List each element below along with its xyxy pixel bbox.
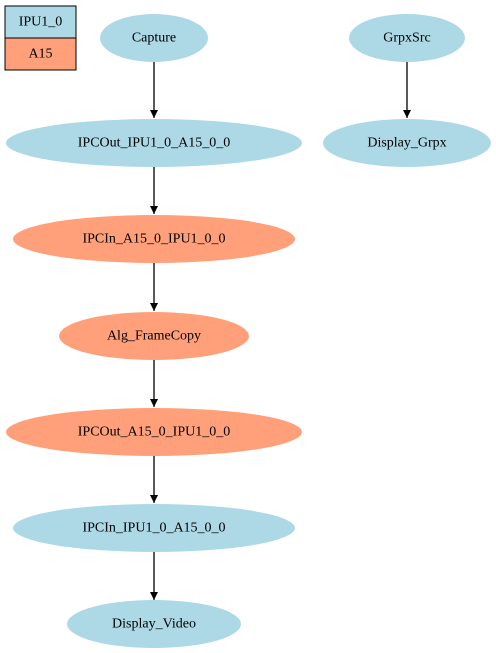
node-ipcout-a15: IPCOut_A15_0_IPU1_0_0	[6, 408, 302, 456]
node-label: IPCOut_A15_0_IPU1_0_0	[78, 425, 230, 440]
node-shape	[13, 215, 295, 263]
node-ipcout-ipu1: IPCOut_IPU1_0_A15_0_0	[6, 119, 302, 167]
node-shape	[6, 408, 302, 456]
legend-label-a15: A15	[28, 47, 52, 62]
legend-swatch-ipu1-0	[4, 5, 77, 39]
node-display-grpx: Display_Grpx	[323, 119, 491, 167]
nodes: Capture IPCOut_IPU1_0_A15_0_0 IPCIn_A15_…	[6, 14, 491, 648]
node-ipcin-ipu1: IPCIn_IPU1_0_A15_0_0	[13, 504, 295, 552]
edges	[150, 62, 411, 600]
node-label: Alg_FrameCopy	[107, 329, 201, 344]
node-capture: Capture	[100, 14, 208, 62]
node-label: Display_Grpx	[367, 136, 446, 151]
node-shape	[100, 14, 208, 62]
node-label: IPCIn_IPU1_0_A15_0_0	[82, 521, 225, 536]
legend-swatch-a15	[4, 37, 77, 71]
node-alg-framecopy: Alg_FrameCopy	[59, 312, 249, 360]
node-ipcin-a15: IPCIn_A15_0_IPU1_0_0	[13, 215, 295, 263]
node-display-video: Display_Video	[67, 600, 241, 648]
node-shape	[13, 504, 295, 552]
legend-label-ipu1-0: IPU1_0	[19, 15, 63, 30]
node-label: Capture	[132, 31, 176, 46]
node-label: IPCIn_A15_0_IPU1_0_0	[82, 232, 225, 247]
core-legend: IPU1_0 A15	[4, 5, 77, 71]
node-grpxsrc: GrpxSrc	[349, 14, 465, 62]
node-label: IPCOut_IPU1_0_A15_0_0	[78, 136, 230, 151]
node-shape	[349, 14, 465, 62]
node-shape	[6, 119, 302, 167]
node-shape	[67, 600, 241, 648]
node-shape	[323, 119, 491, 167]
node-label: GrpxSrc	[383, 31, 430, 46]
node-label: Display_Video	[112, 617, 196, 632]
node-shape	[59, 312, 249, 360]
